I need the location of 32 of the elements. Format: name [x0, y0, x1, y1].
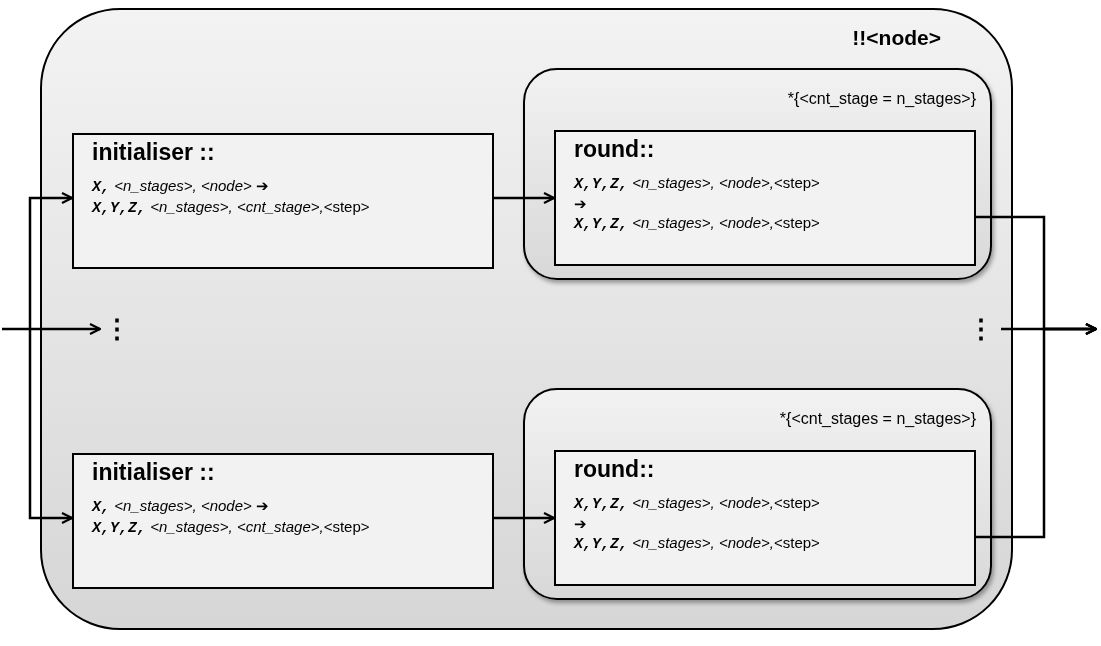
- arrow: [494, 511, 556, 525]
- box-title: initialiser ::: [92, 139, 215, 166]
- process-box: [554, 130, 976, 266]
- code-line: X,Y,Z, <n_stages>, <node>,<step>: [574, 213, 820, 234]
- container-label: *{<cnt_stages = n_stages>}: [779, 410, 976, 428]
- arrow: [2, 322, 102, 336]
- box-title: initialiser ::: [92, 459, 215, 486]
- code-line: X,Y,Z, <n_stages>, <node>,<step>: [574, 493, 820, 514]
- arrow: [28, 191, 74, 329]
- process-box: [72, 133, 494, 269]
- code-line: X, <n_stages>, <node> ➔: [92, 496, 269, 517]
- box-title: round::: [574, 456, 655, 483]
- arrow: [976, 322, 1098, 539]
- code-line: X, <n_stages>, <node> ➔: [92, 176, 269, 197]
- node-container: [40, 8, 1013, 630]
- arrow: [28, 329, 74, 525]
- code-line: X,Y,Z, <n_stages>, <cnt_stage>,<step>: [92, 517, 370, 538]
- process-box: [554, 450, 976, 586]
- arrow: [494, 191, 556, 205]
- ellipsis-text: ⋮: [104, 314, 130, 344]
- process-box: [72, 453, 494, 589]
- loop-container: [523, 388, 992, 600]
- container-label: *{<cnt_stage = n_stages>}: [787, 90, 976, 108]
- code-line: X,Y,Z, <n_stages>, <node>,<step>: [574, 533, 820, 554]
- ellipsis-text: ⋮: [968, 314, 994, 344]
- box-title: round::: [574, 136, 655, 163]
- code-line: ➔: [574, 514, 587, 533]
- code-line: ➔: [574, 194, 587, 213]
- code-line: X,Y,Z, <n_stages>, <node>,<step>: [574, 173, 820, 194]
- container-label: !!<node>: [852, 26, 941, 50]
- loop-container: [523, 68, 992, 280]
- code-line: X,Y,Z, <n_stages>, <cnt_stage>,<step>: [92, 197, 370, 218]
